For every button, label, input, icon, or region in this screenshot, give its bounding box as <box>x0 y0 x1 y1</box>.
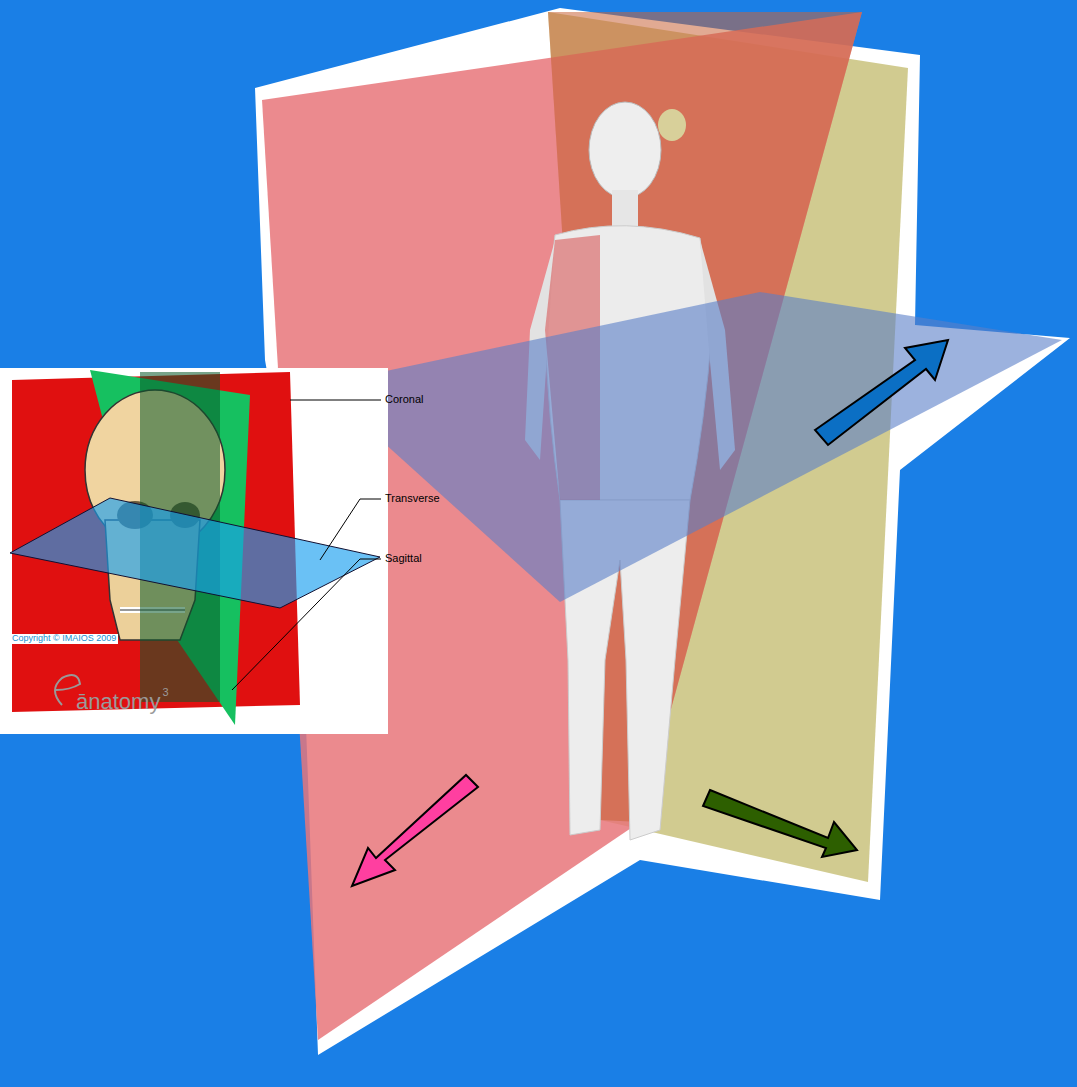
leader-line <box>360 559 381 560</box>
leader-line <box>320 499 360 560</box>
logo-text: ānatomy <box>76 690 160 714</box>
blue-arrow <box>815 340 948 445</box>
skull-illustration <box>10 370 381 725</box>
leader-line <box>360 499 381 500</box>
inset-panel <box>0 368 388 734</box>
leader-line <box>232 559 360 690</box>
leader-line <box>290 400 381 401</box>
plane-label: Coronal <box>385 393 424 405</box>
inset-transverse-plane <box>10 498 380 608</box>
copyright-note: Copyright © IMAIOS 2009 <box>10 634 118 644</box>
logo-superscript: 3 <box>162 686 168 698</box>
transverse-plane <box>320 292 1062 602</box>
pink-arrow <box>352 775 478 886</box>
plane-label: Transverse <box>385 492 440 504</box>
plane-label: Sagittal <box>385 552 422 564</box>
green-arrow <box>703 790 857 857</box>
